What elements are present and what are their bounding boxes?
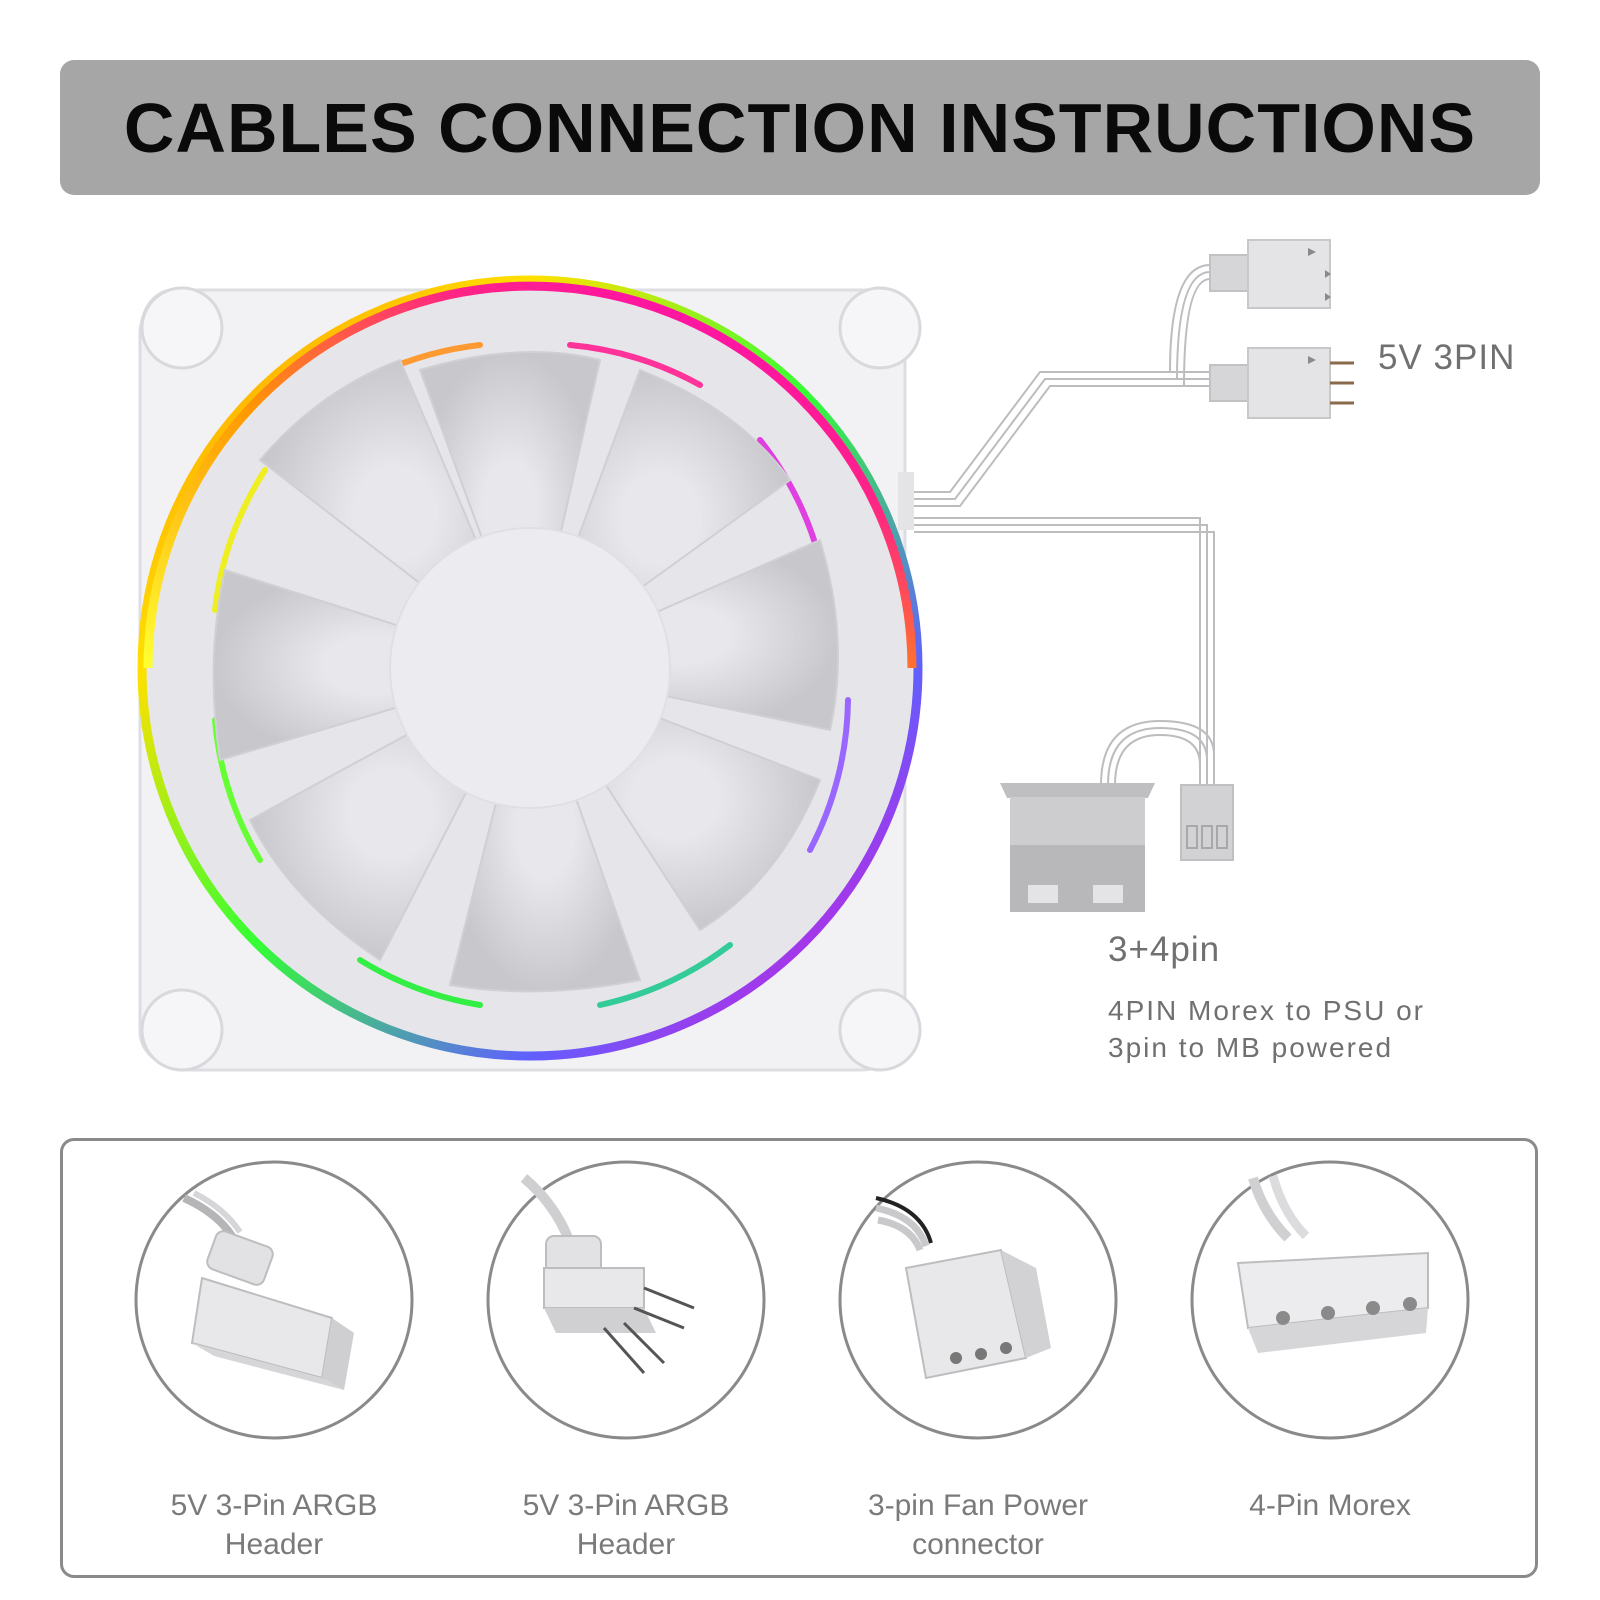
- legend-caption: 4-Pin Morex: [1249, 1489, 1411, 1522]
- mount-post-top-left: [140, 286, 224, 370]
- mount-post-top-right: [838, 286, 922, 370]
- legend-caption: 3-pin Fan Power connector: [867, 1489, 1089, 1561]
- argb-male-pin-connector-icon: [1209, 347, 1354, 419]
- fan-wiring-diagram: [137, 239, 1354, 1072]
- mount-post-bottom-right: [838, 988, 922, 1072]
- fan-hub: [389, 527, 671, 809]
- argb-female-connector-icon: [1209, 239, 1331, 309]
- label-3-4pin: 3+4pin: [1108, 930, 1221, 969]
- fan-power-connector-icon: [838, 1160, 1118, 1440]
- power-cable: [914, 517, 1215, 786]
- label-power-description: 4PIN Morex to PSU or 3pin to MB powered: [1108, 995, 1425, 1063]
- molex-connector-icon: [1190, 1160, 1470, 1440]
- legend-caption: 5V 3-Pin ARGB Header: [170, 1489, 378, 1561]
- cable-exit: [898, 472, 914, 530]
- page-title: CABLES CONNECTION INSTRUCTIONS: [123, 88, 1477, 167]
- fan-power-connector-icon: [1180, 784, 1234, 861]
- label-5v-3pin: 5V 3PIN: [1378, 338, 1516, 377]
- mount-post-bottom-left: [140, 988, 224, 1072]
- argb-male-pin-connector-icon: [486, 1160, 766, 1440]
- molex-connector-icon: [1000, 783, 1155, 912]
- legend-caption: 5V 3-Pin ARGB Header: [522, 1489, 730, 1561]
- rgb-ring-outer: [137, 275, 923, 1061]
- title-banner: CABLES CONNECTION INSTRUCTIONS: [60, 60, 1540, 195]
- argb-cable: [914, 264, 1211, 507]
- rgb-ring-outer-top: [143, 281, 917, 669]
- argb-female-connector-icon: [134, 1160, 414, 1440]
- connector-legend: [60, 1138, 1538, 1578]
